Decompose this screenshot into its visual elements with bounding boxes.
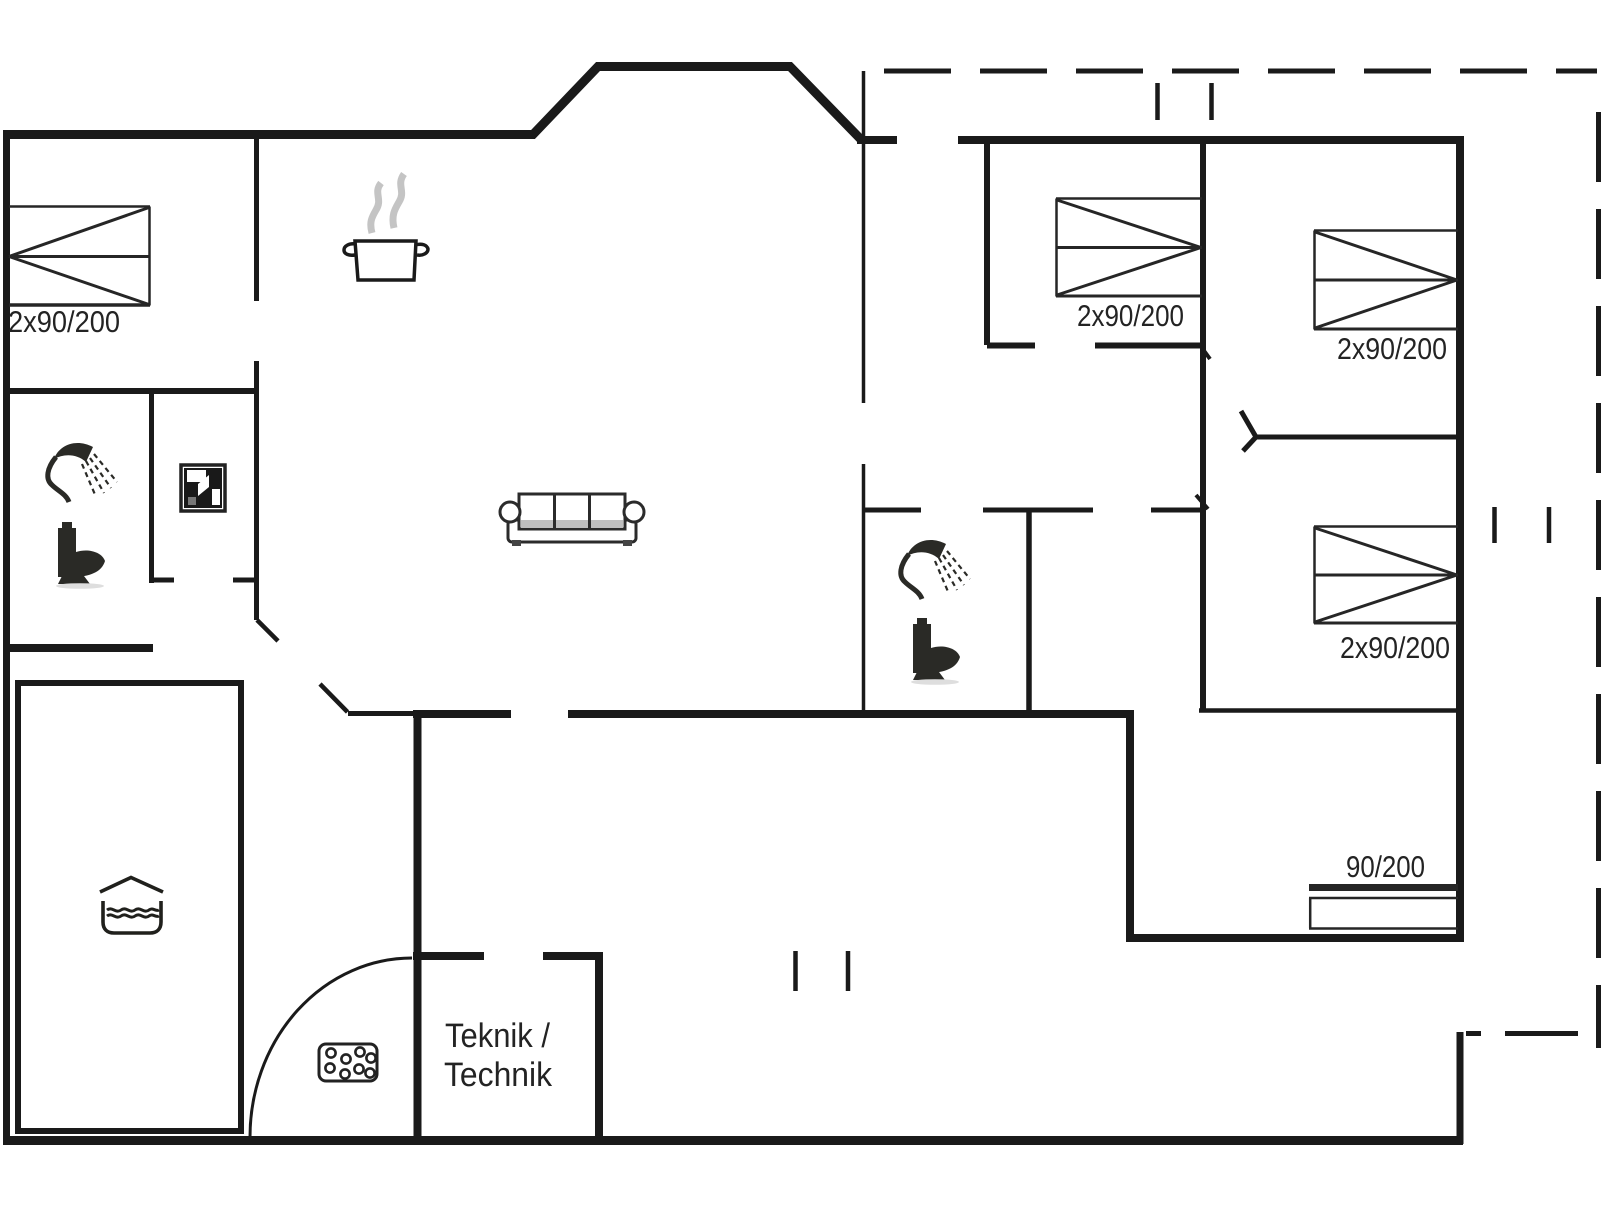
svg-text:Teknik /: Teknik / <box>445 1017 551 1055</box>
svg-text:2x90/200: 2x90/200 <box>1340 632 1450 665</box>
svg-text:90/200: 90/200 <box>1346 851 1425 884</box>
svg-text:2x90/200: 2x90/200 <box>1077 300 1184 333</box>
svg-text:Technik: Technik <box>444 1056 553 1094</box>
svg-text:2x90/200: 2x90/200 <box>1337 333 1447 366</box>
svg-text:2x90/200: 2x90/200 <box>8 306 120 339</box>
